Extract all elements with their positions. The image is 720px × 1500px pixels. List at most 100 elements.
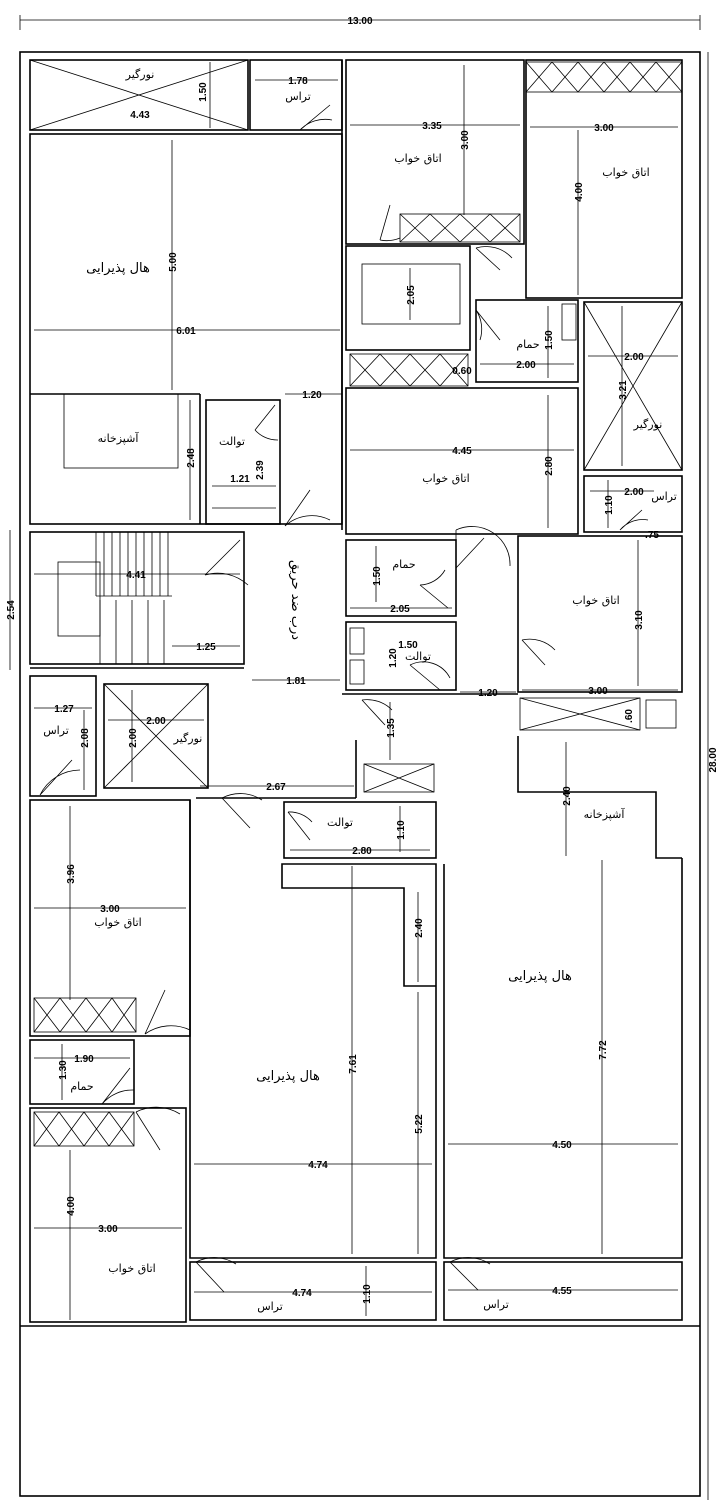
svg-text:1.10: 1.10 [362, 1284, 373, 1304]
svg-text:5.00: 5.00 [168, 252, 179, 272]
toilet-label: توالت [219, 435, 245, 448]
svg-text:2.40: 2.40 [562, 786, 573, 806]
svg-text:2.00: 2.00 [516, 360, 536, 371]
terrace-label: تراس [483, 1298, 509, 1311]
living-hall-bottom-right: 7.72 4.50 هال پذیرایی [443, 858, 683, 1259]
svg-text:3.00: 3.00 [100, 904, 120, 915]
overall-depth-label: 28.00 [708, 747, 719, 772]
svg-text:4.74: 4.74 [292, 1288, 312, 1299]
svg-text:4.45: 4.45 [452, 446, 472, 457]
terrace-right-small: 2.00 تراس 1.10 .75 [583, 475, 683, 541]
svg-text:4.00: 4.00 [574, 182, 585, 202]
toilet-label: توالت [327, 816, 353, 829]
svg-text:1.50: 1.50 [372, 566, 383, 586]
svg-text:2.39: 2.39 [255, 460, 266, 480]
svg-text:6.01: 6.01 [176, 326, 196, 337]
bathroom-center: حمام 2.05 1.50 [345, 526, 511, 617]
terrace-bottom-center: 4.74 تراس 1.10 [189, 1257, 437, 1321]
bedroom-label: اتاق خواب [94, 916, 141, 929]
overall-width-label: 13.00 [347, 16, 372, 27]
hall-label: هال پذیرایی [508, 969, 572, 984]
svg-text:7.61: 7.61 [348, 1054, 359, 1074]
svg-text:1.50: 1.50 [398, 640, 418, 651]
bedroom-bottom-left: 3.96 3.00 اتاق خواب [29, 799, 191, 1037]
svg-text:1.10: 1.10 [396, 820, 407, 840]
terrace-bottom-right: 4.55 تراس [443, 1257, 683, 1321]
light-well-label: نورگیر [173, 732, 203, 745]
svg-text:4.00: 4.00 [66, 1196, 77, 1216]
kitchen-label: آشپزخانه [584, 807, 626, 821]
kitchen-top: آشپزخانه 2.48 [30, 393, 201, 524]
hall-label: هال پذیرایی [86, 261, 150, 276]
svg-text:1.50: 1.50 [198, 82, 209, 102]
svg-text:2.48: 2.48 [186, 448, 197, 468]
svg-text:1.27: 1.27 [54, 704, 74, 715]
bedroom-label: اتاق خواب [602, 166, 649, 179]
svg-text:5.22: 5.22 [414, 1114, 425, 1134]
toilet-label: توالت [405, 650, 431, 663]
svg-text:1.30: 1.30 [58, 1060, 69, 1080]
svg-text:4.55: 4.55 [552, 1286, 572, 1297]
svg-text:2.80: 2.80 [544, 456, 555, 476]
toilet-center: توالت 1.50 1.20 [345, 621, 457, 691]
interior-walls [30, 60, 518, 695]
svg-text:4.50: 4.50 [552, 1140, 572, 1151]
svg-text:2.40: 2.40 [414, 918, 425, 938]
closet [525, 61, 683, 93]
closet [399, 213, 521, 243]
svg-text:3.10: 3.10 [634, 610, 645, 630]
svg-text:2.00: 2.00 [624, 352, 644, 363]
bath-label: حمام [516, 338, 539, 351]
svg-text:3.96: 3.96 [66, 864, 77, 884]
svg-text:1.35: 1.35 [386, 718, 397, 738]
living-hall-bottom-center: 7.61 2.40 5.22 4.74 هال پذیرایی [189, 800, 437, 1259]
toilet-top: توالت 1.21 2.39 [205, 399, 331, 527]
bathroom-top: حمام 2.00 1.50 [475, 246, 579, 383]
svg-text:2.00: 2.00 [128, 728, 139, 748]
terrace-label: تراس [257, 1300, 283, 1313]
svg-text:1.21: 1.21 [230, 474, 250, 485]
svg-text:2.67: 2.67 [266, 782, 286, 793]
svg-text:1.20: 1.20 [388, 648, 399, 668]
svg-text:1.81: 1.81 [286, 676, 306, 687]
terrace-label: تراس [43, 724, 69, 737]
bath-label: حمام [392, 558, 415, 571]
svg-text:3.00: 3.00 [460, 130, 471, 150]
terrace-left-bottom: 1.27 تراس 2.08 [29, 675, 97, 797]
bedroom-bottom-left-lower: 4.00 3.00 اتاق خواب [29, 1106, 187, 1323]
svg-text:2.08: 2.08 [80, 728, 91, 748]
svg-text:.60: .60 [624, 709, 635, 723]
light-well-right: 2.00 3.21 نورگیر [583, 301, 683, 471]
stair-core: 4.41 1.25 [29, 531, 249, 665]
bedroom-label: اتاق خواب [394, 152, 441, 165]
bedroom-label: اتاق خواب [572, 594, 619, 607]
svg-text:2.00: 2.00 [146, 716, 166, 727]
svg-text:4.43: 4.43 [130, 110, 150, 121]
bath-label: حمام [70, 1080, 93, 1093]
bathroom-bottom-left: 1.90 1.30 حمام [29, 1039, 135, 1105]
terrace-label: تراس [651, 490, 677, 503]
overall-dimensions: 13.00 28.00 2.54 [6, 15, 719, 1500]
svg-text:3.00: 3.00 [588, 686, 608, 697]
terrace-top: 1.78 تراس [249, 59, 343, 131]
corridor-center: 2.67 1.35 [196, 699, 435, 829]
property-boundary [19, 51, 701, 1497]
bedroom-top-center: 3.35 3.00 اتاق خواب [345, 59, 525, 245]
shaft-top: 2.05 0.60 [345, 245, 472, 387]
svg-text:1.25: 1.25 [196, 642, 216, 653]
light-well-bottom: 2.00 2.00 نورگیر [103, 683, 209, 789]
terrace-label: تراس [285, 90, 311, 103]
svg-text:3.00: 3.00 [98, 1224, 118, 1235]
fire-door-label: درب ضد حریق [288, 560, 303, 640]
kitchen-label: آشپزخانه [98, 431, 140, 445]
svg-text:2.80: 2.80 [352, 846, 372, 857]
svg-text:7.72: 7.72 [598, 1040, 609, 1060]
svg-text:2.05: 2.05 [406, 285, 417, 305]
svg-text:4.41: 4.41 [126, 570, 146, 581]
svg-text:1.20: 1.20 [302, 390, 322, 401]
light-well-label: نورگیر [633, 418, 663, 431]
kitchen-bottom-right: 2.40 آشپزخانه [517, 736, 682, 859]
svg-text:3.21: 3.21 [618, 380, 629, 400]
svg-text:3.35: 3.35 [422, 121, 442, 132]
